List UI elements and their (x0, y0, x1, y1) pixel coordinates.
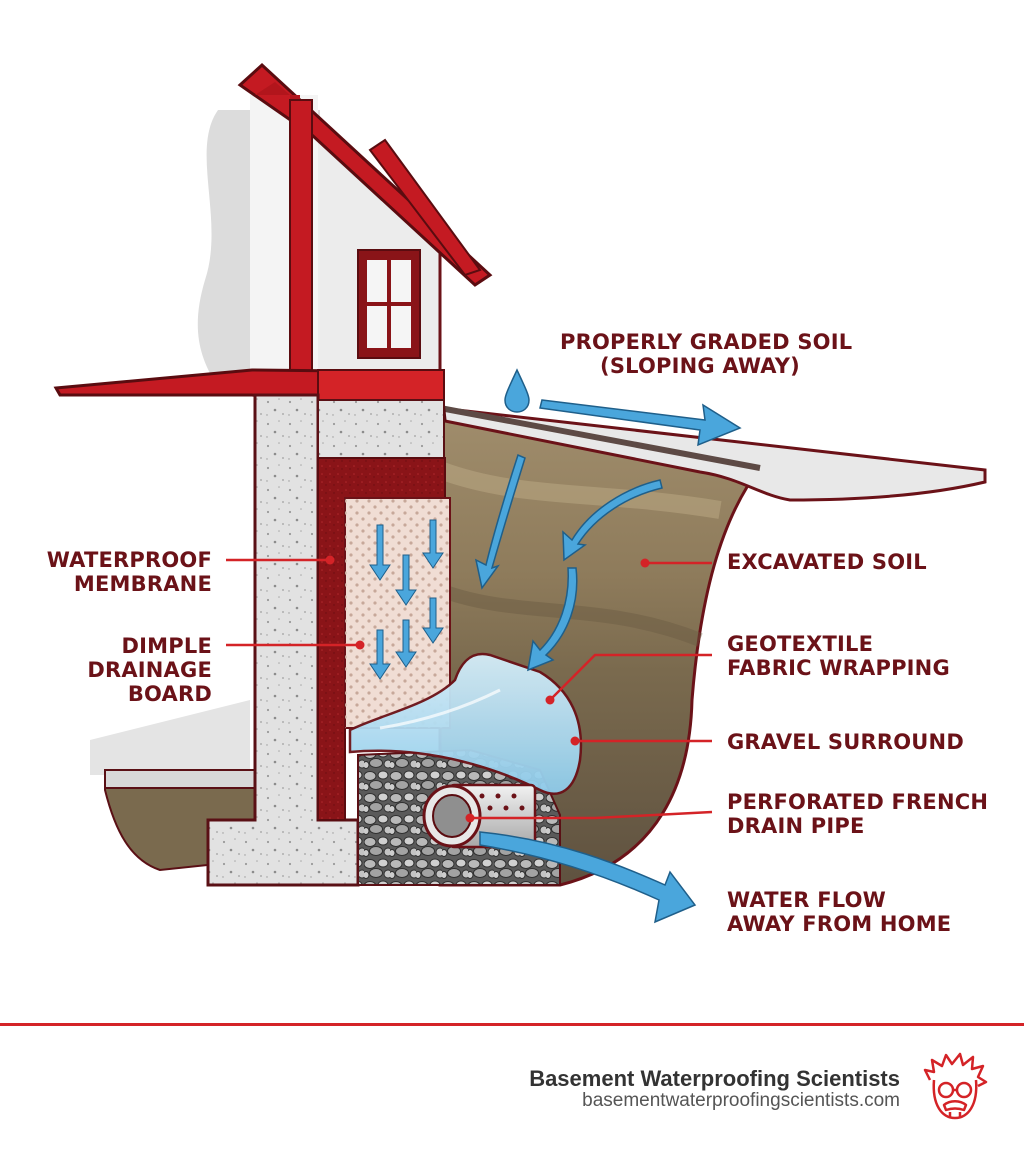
label-excavated-soil: EXCAVATED SOIL (727, 550, 927, 574)
water-drop-icon (504, 368, 530, 413)
footer-divider (0, 1023, 1024, 1026)
brand-name: Basement Waterproofing Scientists (529, 1066, 900, 1091)
scientist-logo-icon (923, 1052, 988, 1120)
label-graded-soil: PROPERLY GRADED SOIL(SLOPING AWAY) (560, 330, 853, 378)
label-gravel-surround: GRAVEL SURROUND (727, 730, 964, 754)
perforated-pipe (422, 783, 537, 849)
french-drain-diagram (53, 62, 987, 924)
brand-url[interactable]: basementwaterproofingscientists.com (582, 1090, 900, 1111)
